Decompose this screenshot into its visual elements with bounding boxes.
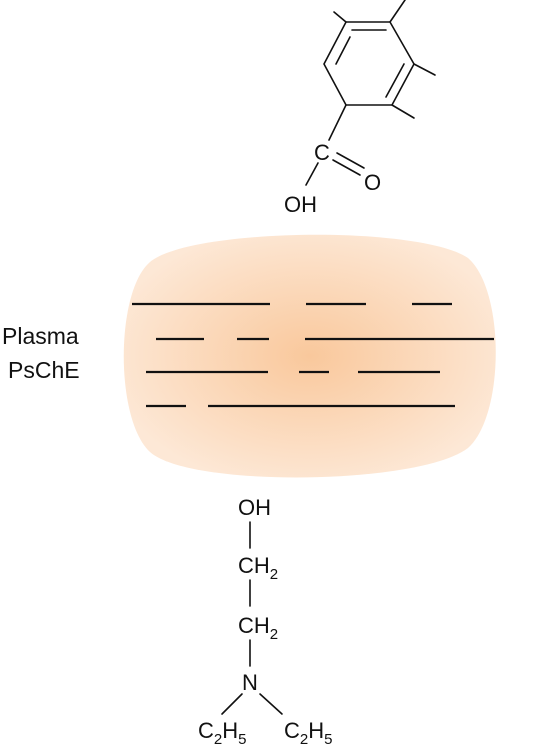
substituent-stub	[389, 0, 406, 23]
carbonyl-bond	[332, 159, 361, 176]
carbonyl-bond	[336, 152, 365, 169]
ethyl-right-c: C	[284, 718, 300, 743]
carboxyl-carbon-label: C	[314, 140, 330, 165]
ring-carboxyl-bond	[328, 104, 347, 141]
substituent-stub	[391, 104, 415, 119]
n-ethyl-right-bond	[259, 693, 283, 715]
ethyl-right-c-sub: 2	[300, 731, 308, 748]
carboxyl-oh-bond	[305, 162, 319, 186]
nitrogen-label: N	[242, 670, 258, 695]
substituent-stub	[333, 11, 347, 23]
ethyl-left-label: C2H5	[198, 718, 246, 748]
enzyme-region	[123, 234, 496, 478]
ethyl-left-c-sub: 2	[214, 731, 222, 748]
ring-double-bond	[385, 63, 405, 98]
ethyl-left-h: H	[222, 718, 238, 743]
alcohol-hydroxyl-label: OH	[238, 495, 271, 520]
diethylaminoethanol-fragment: OH CH2 CH2 N C2H5 C2H5	[198, 495, 332, 748]
ethyl-right-h: H	[308, 718, 324, 743]
enzyme-blob	[123, 234, 496, 478]
substituent-stub	[413, 63, 436, 76]
methylene-top-base: CH	[238, 553, 270, 578]
benzoic-acid-fragment: C O OH	[284, 0, 436, 217]
enzyme-label-line1: Plasma	[2, 323, 79, 349]
ethyl-right-h-sub: 5	[324, 731, 332, 748]
ethyl-right-label: C2H5	[284, 718, 332, 748]
methylene-bottom-label: CH2	[238, 613, 278, 643]
ring-double-bond	[335, 36, 351, 65]
methylene-top-sub: 2	[270, 566, 278, 583]
benzene-ring	[323, 21, 415, 106]
methylene-top-label: CH2	[238, 553, 278, 583]
ethyl-left-h-sub: 5	[238, 731, 246, 748]
enzyme-label-line2: PsChE	[8, 357, 80, 383]
carbonyl-oxygen-label: O	[364, 170, 381, 195]
carboxyl-hydroxyl-label: OH	[284, 192, 317, 217]
n-ethyl-left-bond	[221, 693, 243, 715]
ethyl-left-c: C	[198, 718, 214, 743]
methylene-bottom-sub: 2	[270, 626, 278, 643]
methylene-bottom-base: CH	[238, 613, 270, 638]
